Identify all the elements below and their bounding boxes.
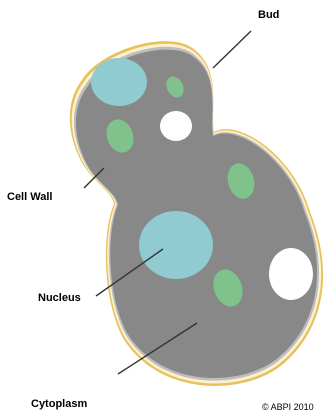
vacuole-large — [269, 248, 313, 300]
cell-wall-label: Cell Wall — [7, 191, 52, 203]
bud-nucleus — [91, 58, 147, 106]
nucleus-label: Nucleus — [38, 292, 81, 304]
copyright-text: © ABPI 2010 — [262, 402, 314, 412]
nucleus — [139, 211, 213, 279]
bud-leader-line — [213, 31, 251, 68]
vacuole-small — [160, 111, 192, 141]
cytoplasm-label: Cytoplasm — [31, 398, 87, 410]
yeast-cell — [70, 41, 323, 386]
bud-label: Bud — [258, 9, 279, 21]
